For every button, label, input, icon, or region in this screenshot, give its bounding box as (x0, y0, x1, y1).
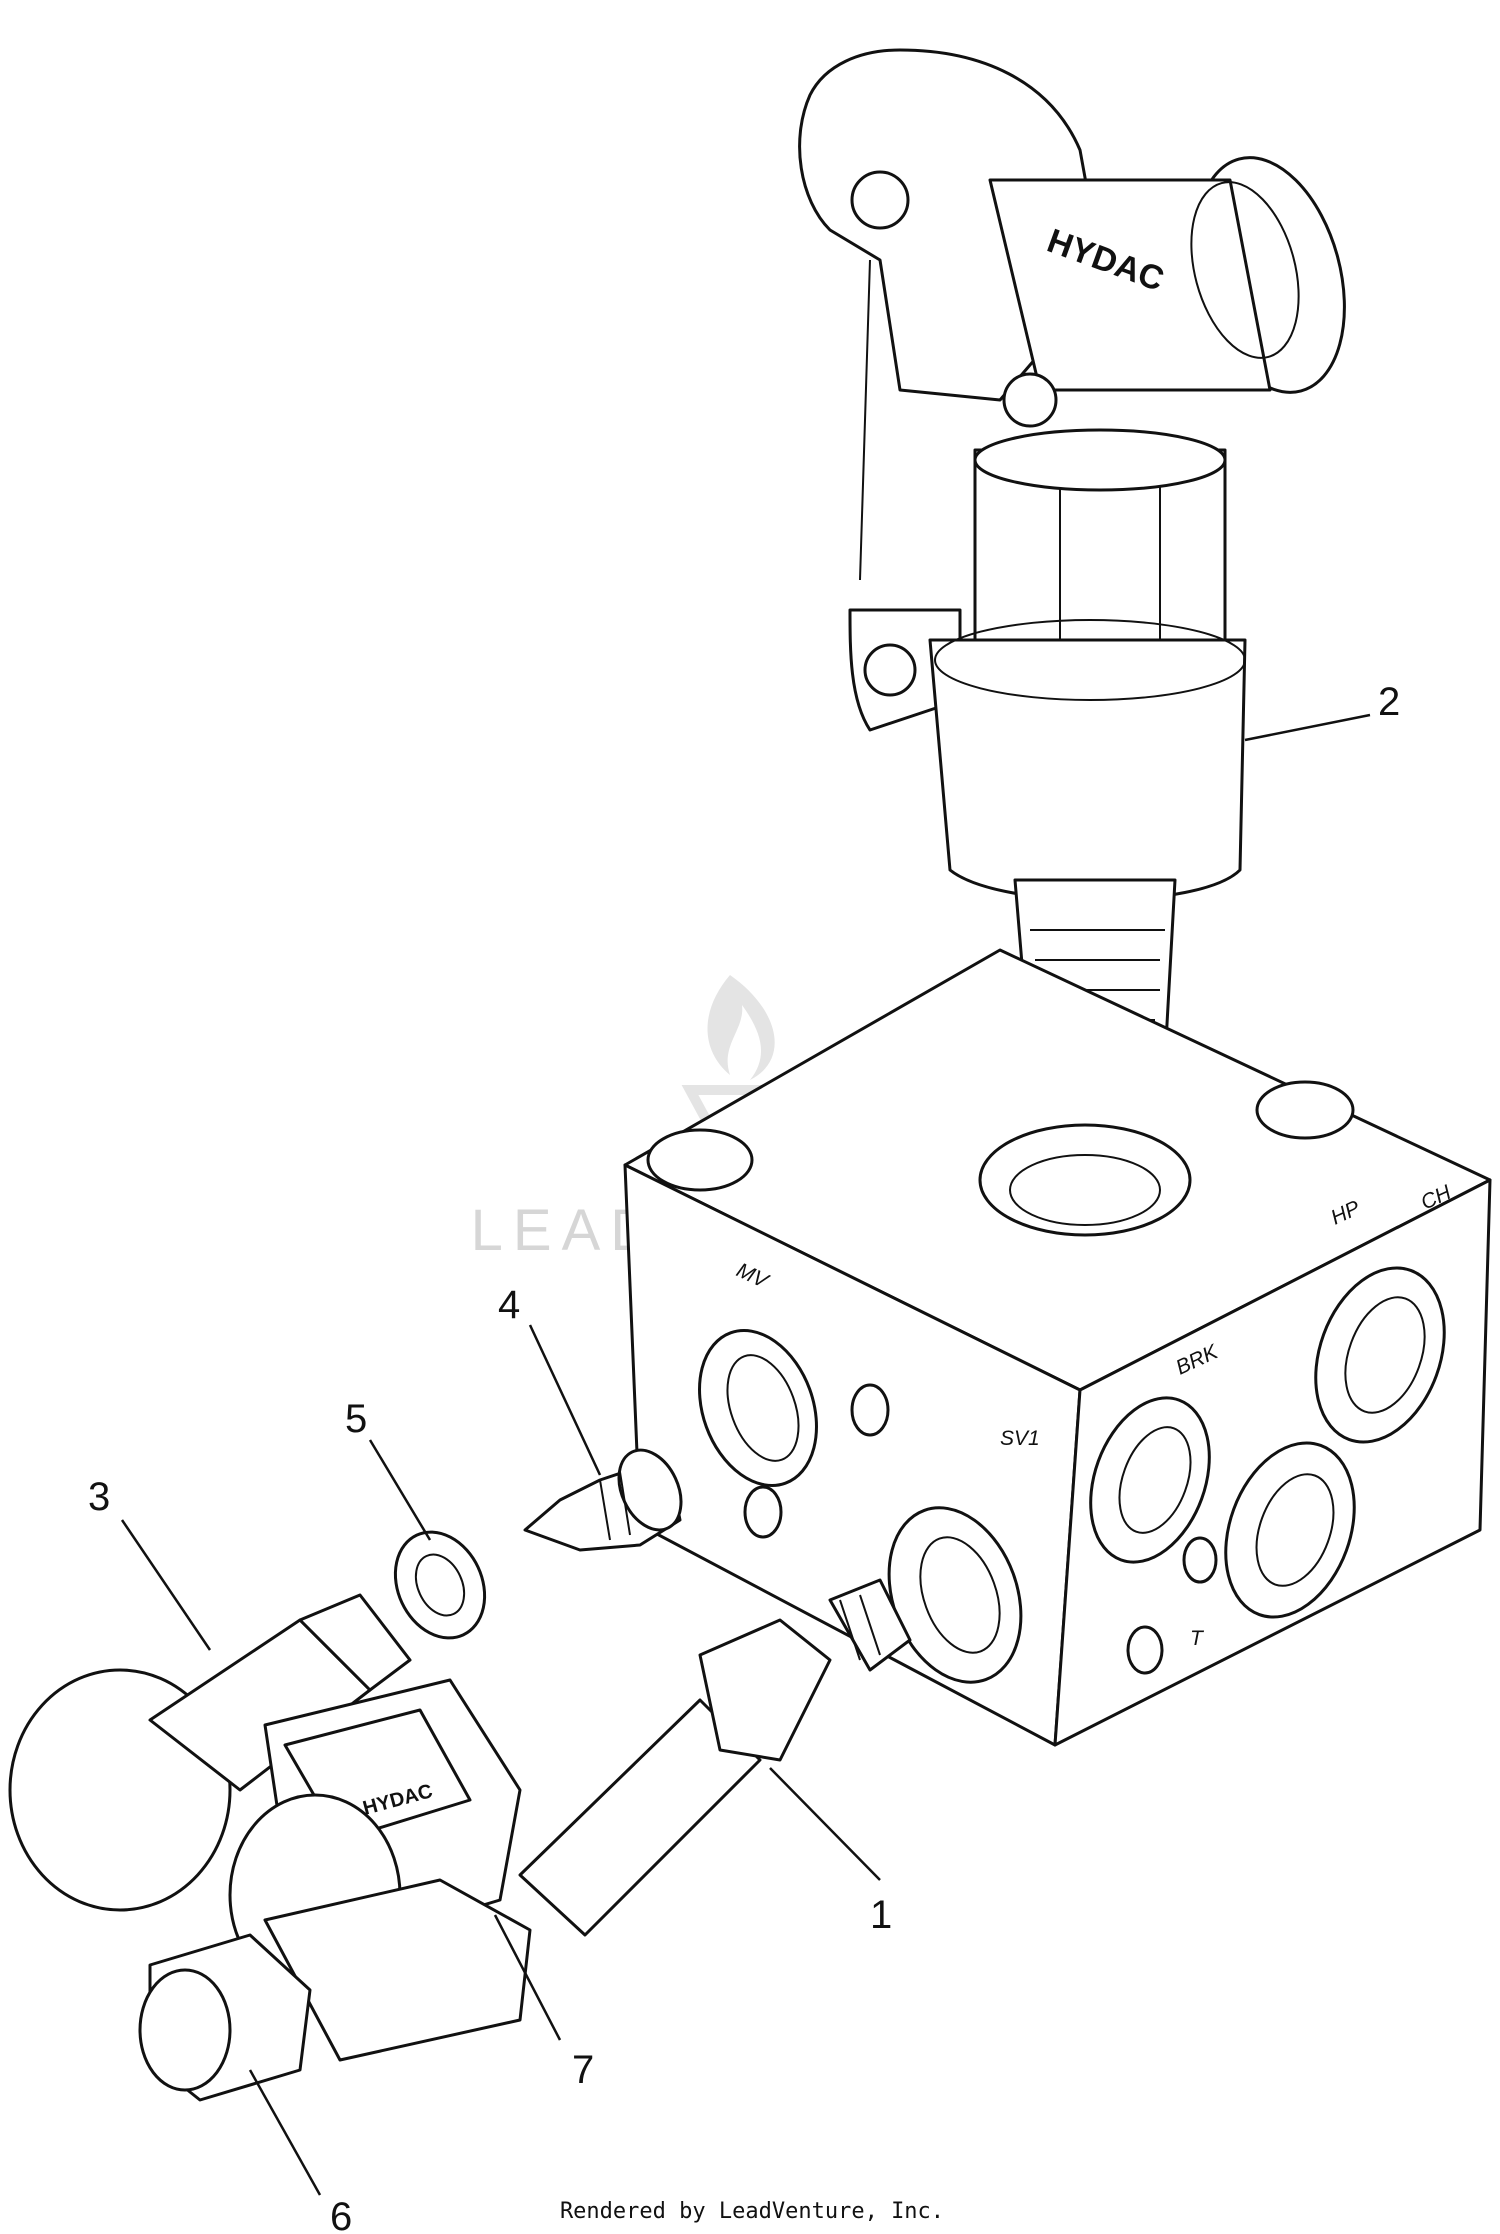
cartridge-insert (523, 1448, 683, 1552)
port-label-sv1: SV1 (1000, 1427, 1040, 1450)
callout-7: 7 (572, 2048, 594, 2092)
solenoid-coil: HYDAC (228, 1678, 532, 2062)
callout-1: 1 (870, 1893, 892, 1937)
callout-4: 4 (498, 1283, 520, 1327)
callouts: 2 3 4 5 1 7 6 (88, 680, 1400, 2234)
coil-nut (138, 1933, 312, 2102)
knob-cartridge (8, 1593, 412, 1912)
leader-lines (120, 713, 1371, 2196)
callout-3: 3 (88, 1475, 110, 1519)
watermark-flame-icon (707, 975, 775, 1080)
port-label-t: T (1190, 1627, 1205, 1650)
manifold-block: MV HP CH BRK SV1 T (623, 948, 1492, 1747)
callout-2: 2 (1378, 680, 1400, 724)
hand-pump: HYDAC (798, 48, 1346, 1084)
solenoid-cartridge (518, 1578, 912, 1937)
ring-insert (393, 1530, 487, 1640)
pump-pivot-pin (850, 170, 910, 230)
pump-link-pin (1002, 372, 1058, 428)
pump-mount-bolt (863, 643, 917, 697)
footer-credit: Rendered by LeadVenture, Inc. (560, 2199, 944, 2224)
callout-6: 6 (330, 2195, 352, 2234)
callout-5: 5 (345, 1397, 367, 1441)
